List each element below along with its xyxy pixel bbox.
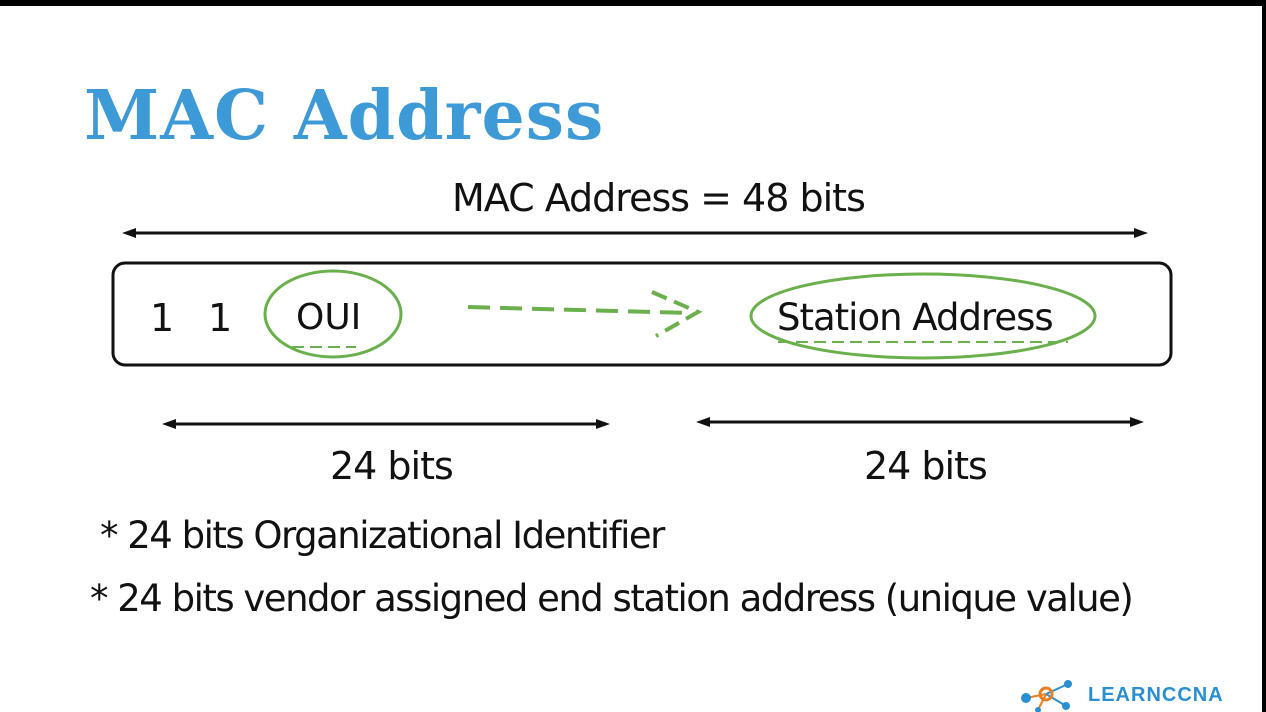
left-bits-arrow bbox=[162, 419, 610, 429]
right-bits-label: 24 bits bbox=[864, 444, 988, 488]
bit-digit-2: 1 bbox=[208, 296, 233, 340]
bit-digit-1: 1 bbox=[150, 296, 175, 340]
note-station: * 24 bits vendor assigned end station ad… bbox=[90, 577, 1134, 620]
mac-diagram bbox=[111, 228, 1173, 429]
dashed-arrow bbox=[467, 290, 703, 338]
address-box bbox=[111, 261, 1173, 367]
oui-label: OUI bbox=[296, 297, 362, 338]
total-bits-label: MAC Address = 48 bits bbox=[452, 176, 866, 220]
left-bits-label: 24 bits bbox=[330, 444, 454, 488]
network-icon bbox=[1021, 680, 1072, 712]
logo-text: LEARNCCNA bbox=[1088, 684, 1224, 706]
slide: MAC Address bbox=[0, 6, 1262, 712]
station-circle bbox=[749, 272, 1097, 360]
note-oui: * 24 bits Organizational Identifier bbox=[100, 514, 665, 557]
oui-circle bbox=[263, 269, 403, 359]
slide-title: MAC Address bbox=[84, 76, 605, 156]
right-bits-arrow bbox=[696, 417, 1144, 427]
learnccna-logo: LEARNCCNA bbox=[1016, 676, 1256, 712]
total-bits-arrow bbox=[122, 228, 1148, 238]
station-address-label: Station Address bbox=[777, 296, 1054, 339]
